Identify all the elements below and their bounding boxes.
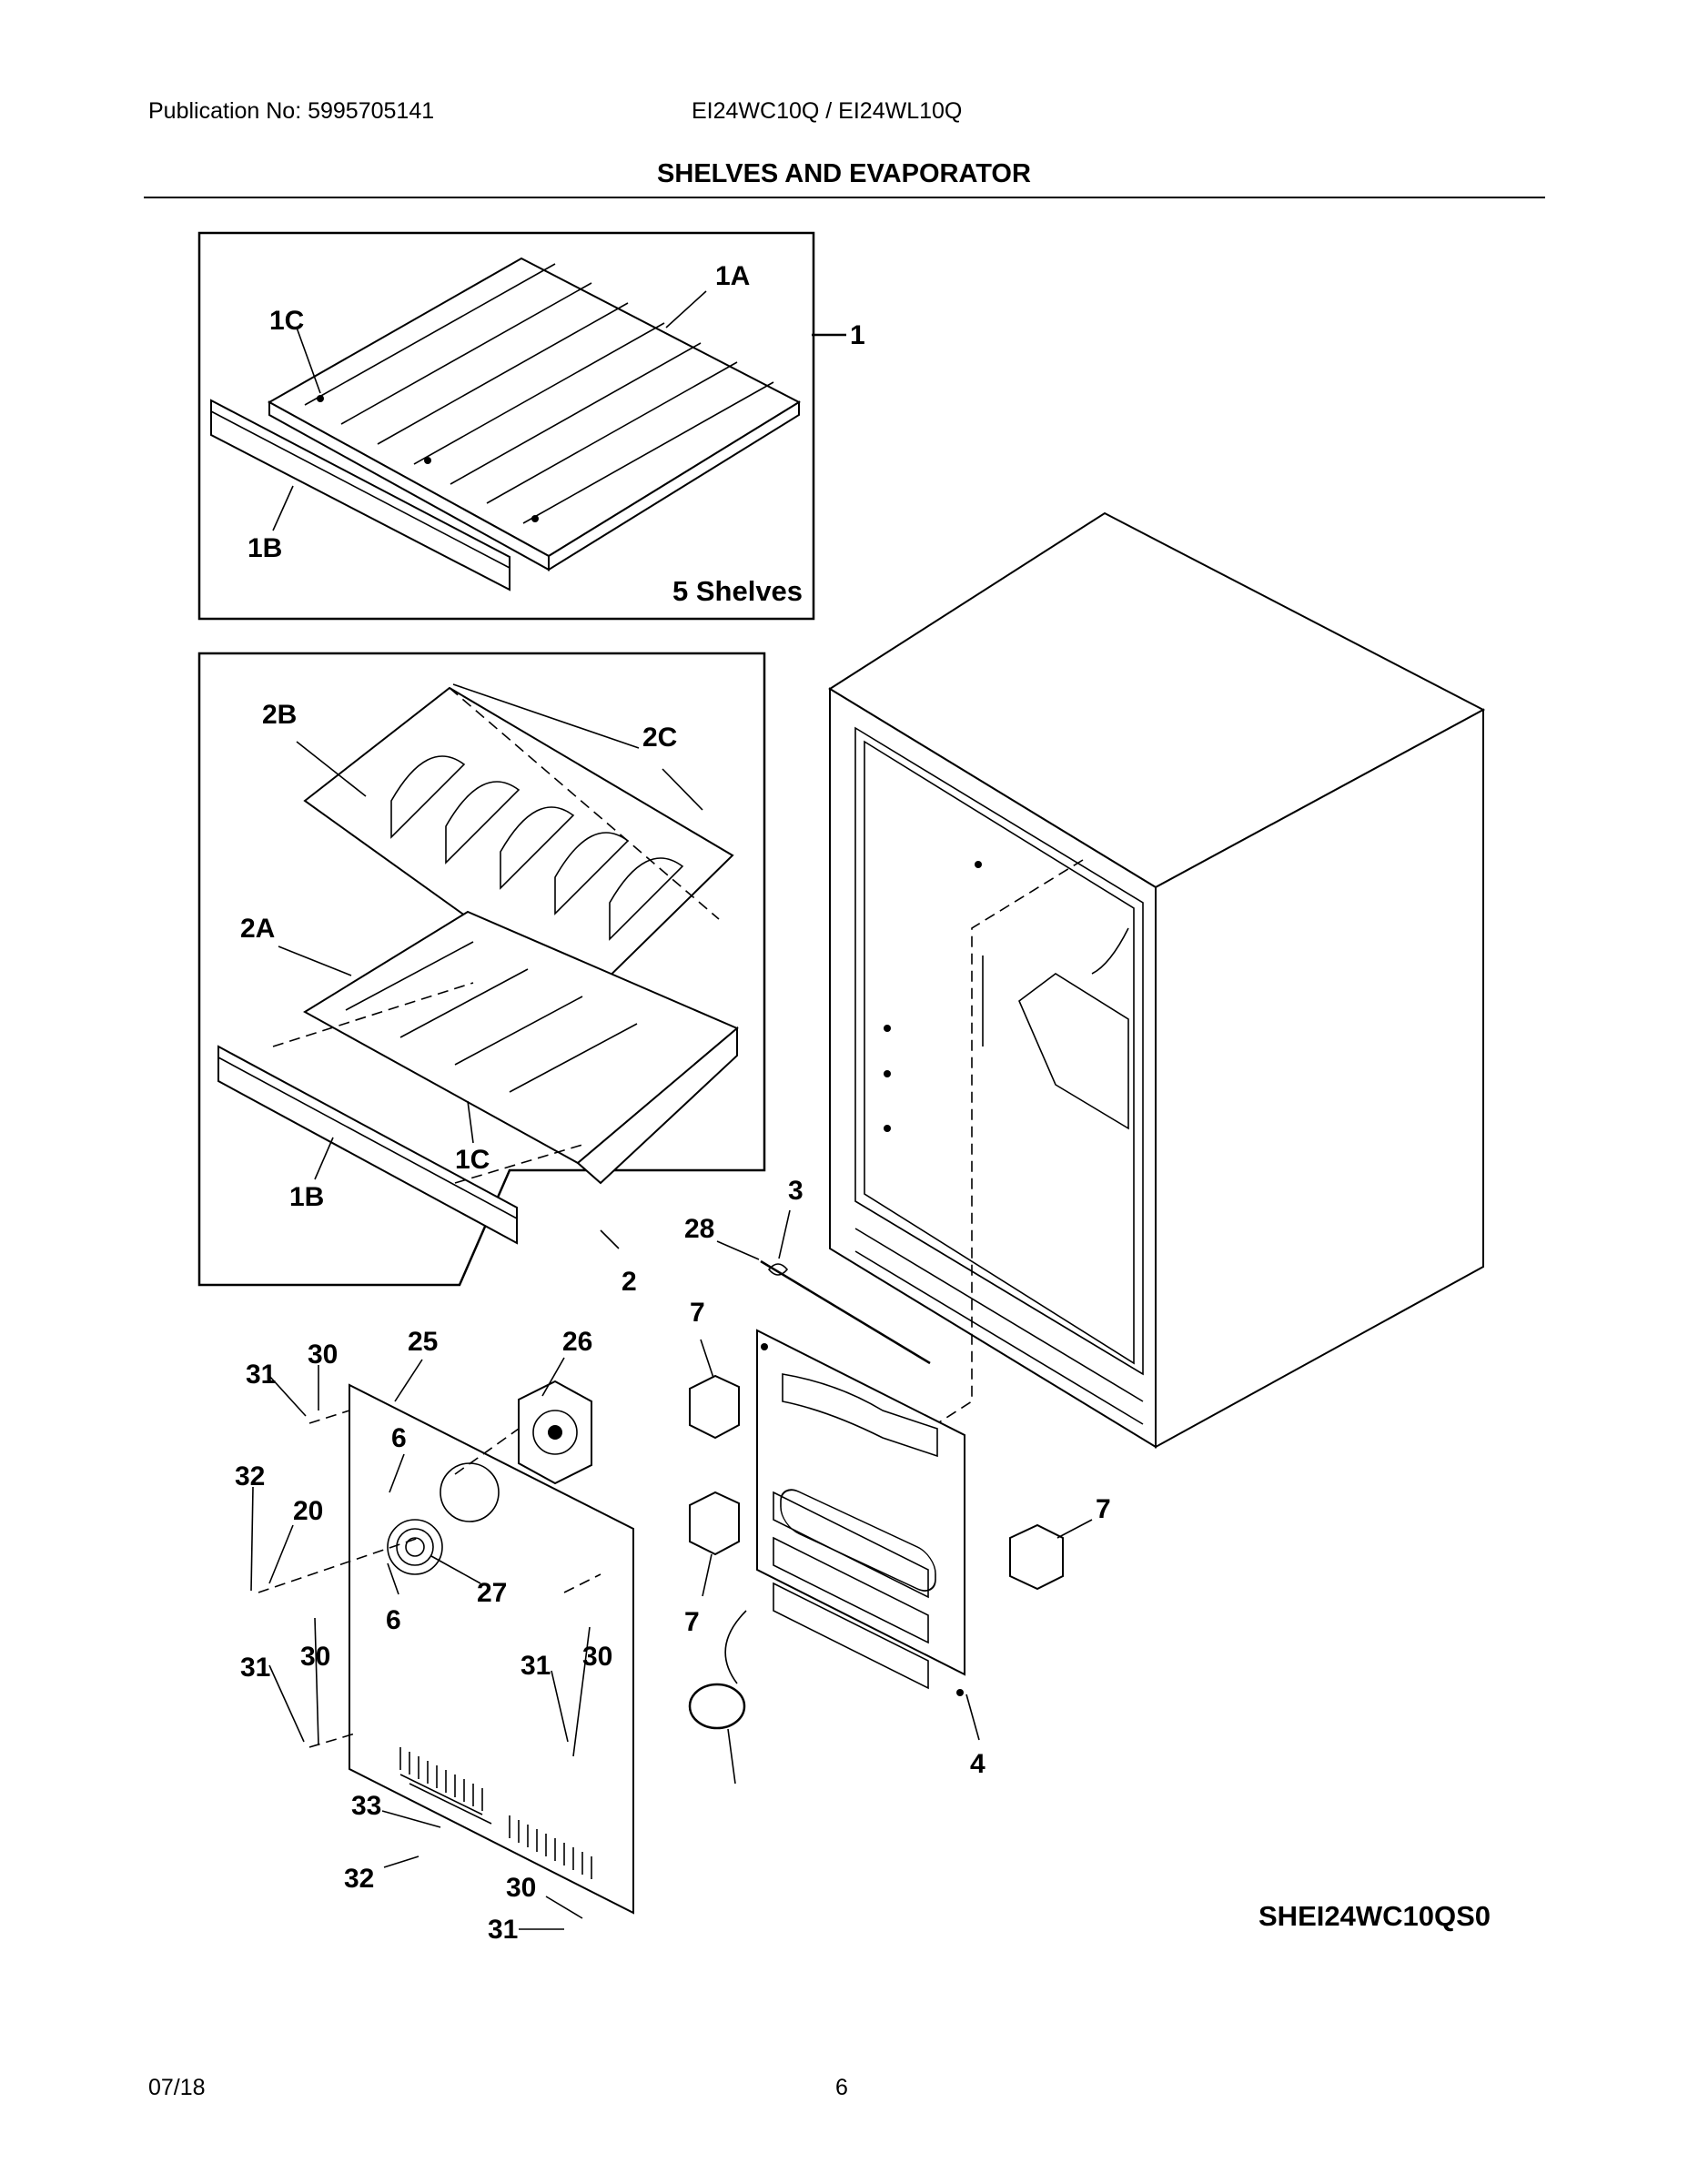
model-numbers: EI24WC10Q / EI24WL10Q <box>692 98 963 124</box>
publication-number: Publication No: 5995705141 <box>148 98 435 124</box>
callout-1: 1 <box>850 320 865 350</box>
callout-2a: 2A <box>240 914 275 944</box>
callout-4: 4 <box>970 1749 986 1779</box>
callout-28: 28 <box>684 1214 714 1244</box>
callout-32-top: 32 <box>235 1461 265 1491</box>
callout-1b: 1B <box>248 533 282 563</box>
callout-33: 33 <box>351 1791 381 1821</box>
callout-1b-display: 1B <box>289 1182 324 1212</box>
wine-shelf-drawing <box>210 257 802 592</box>
callout-2: 2 <box>622 1267 637 1297</box>
shelf-assembly-box: 1A 1C 1B 1 5 Shelves <box>197 231 865 621</box>
callout-7-right: 7 <box>1096 1494 1111 1524</box>
callout-20: 20 <box>293 1496 323 1526</box>
header-rule <box>144 197 1545 198</box>
cabinet-drawing <box>828 511 1486 1449</box>
diagram-code: SHEI24WC10QS0 <box>1258 1900 1491 1932</box>
callout-6-bottom: 6 <box>386 1605 401 1635</box>
evaporator-drawing: 4 <box>688 1329 986 1785</box>
insulation-blocks: 7 7 7 <box>684 1298 1111 1637</box>
callout-6-top: 6 <box>391 1423 407 1453</box>
callout-26: 26 <box>562 1327 592 1357</box>
callout-2c: 2C <box>642 723 677 753</box>
display-rack-drawing <box>217 686 739 1245</box>
callout-1c-display: 1C <box>455 1145 490 1175</box>
display-shelf-box: 2B 2C 2A 1C 1B 2 <box>197 652 766 1297</box>
callout-30-top: 30 <box>308 1340 338 1370</box>
footer-date: 07/18 <box>148 2075 206 2100</box>
callout-31-left: 31 <box>240 1653 270 1683</box>
page-number: 6 <box>835 2075 848 2100</box>
callout-31-right: 31 <box>521 1651 551 1681</box>
callout-1a: 1A <box>715 261 750 291</box>
callout-2b: 2B <box>262 700 297 730</box>
callout-25: 25 <box>408 1327 438 1357</box>
shelf-count-note: 5 Shelves <box>672 575 803 607</box>
callout-27: 27 <box>477 1578 507 1608</box>
callout-30-bottom: 30 <box>506 1873 536 1903</box>
callout-30-left: 30 <box>300 1642 330 1672</box>
callout-30-right: 30 <box>582 1642 612 1672</box>
display-shelf-frame <box>197 652 766 1287</box>
callout-31-top: 31 <box>246 1360 276 1390</box>
callout-7-top: 7 <box>690 1298 705 1328</box>
callout-1c: 1C <box>269 306 304 336</box>
section-title: SHELVES AND EVAPORATOR <box>657 159 1031 188</box>
callout-32-bottom: 32 <box>344 1864 374 1894</box>
callout-7-left: 7 <box>684 1607 700 1637</box>
rear-panel-drawing: 25 26 27 6 6 20 30 31 32 30 31 31 30 33 … <box>235 1327 634 1945</box>
callout-3: 3 <box>788 1176 804 1206</box>
sensor-wire-drawing: 3 28 <box>684 1176 931 1365</box>
callout-31-bottom: 31 <box>488 1915 518 1945</box>
shelf-box-frame <box>197 231 815 621</box>
